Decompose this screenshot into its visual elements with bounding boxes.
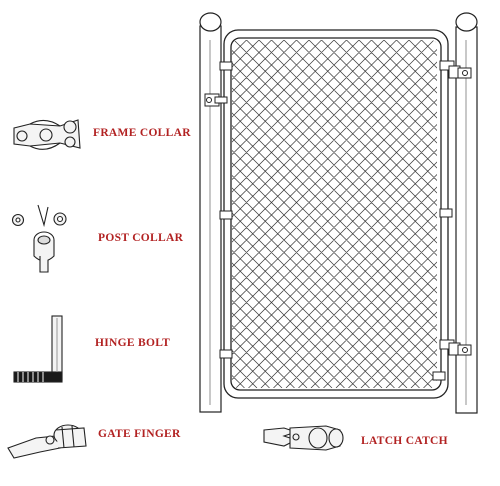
frame-collar-top-left (219, 61, 233, 71)
frame-collar-label: FRAME COLLAR (93, 127, 191, 139)
latch-catch-label: LATCH CATCH (361, 435, 448, 447)
hinge-post (199, 12, 222, 413)
post-collar-illustration (11, 204, 67, 273)
frame-collar-mid-right (439, 208, 453, 218)
frame-collar-bottom-right (432, 371, 446, 381)
latch-hardware-top (439, 60, 472, 79)
gate-finger-illustration (7, 424, 87, 459)
latch-post (455, 12, 478, 414)
gate-finger-label: GATE FINGER (98, 428, 181, 440)
latch-hardware-bottom (439, 339, 472, 356)
chain-link-mesh (232, 40, 437, 388)
post-collar-label: POST COLLAR (98, 232, 184, 244)
hinge-bolt-illustration (13, 315, 63, 383)
hinge-bolt-bottom (219, 349, 233, 359)
frame-collar-mid-left (219, 210, 233, 220)
hinge-bolt-label: HINGE BOLT (95, 337, 170, 349)
latch-catch-illustration (263, 425, 344, 451)
hinge-bolt-top (204, 93, 228, 107)
mesh-lines (232, 40, 437, 388)
frame-collar-illustration (13, 119, 81, 150)
